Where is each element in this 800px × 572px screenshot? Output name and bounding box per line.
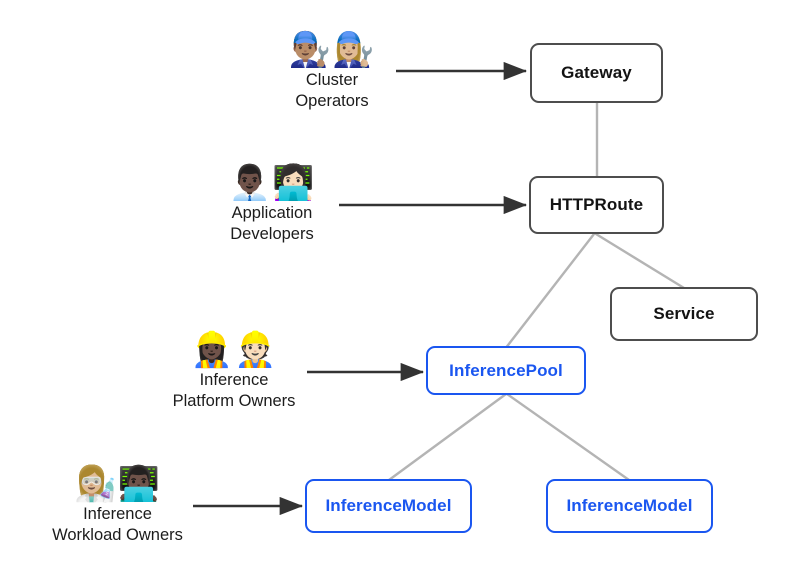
persona-inference-platform-owners: 👷🏿‍♀️👷🏻 Inference Platform Owners <box>161 333 307 412</box>
node-httproute-label: HTTPRoute <box>549 195 644 214</box>
node-inferencemodel-right[interactable]: InferenceModel <box>546 479 713 533</box>
persona-application-developers-label: Application Developers <box>230 203 314 243</box>
node-inferencemodel-right-label: InferenceModel <box>566 496 693 515</box>
edge-inferencepool-inferencemodel-left <box>387 392 508 482</box>
office-worker-technologist-icon: 👨🏿‍💼👩🏻‍💻 <box>228 163 316 203</box>
edge-inferencepool-inferencemodel-right <box>505 392 631 482</box>
persona-application-developers: 👨🏿‍💼👩🏻‍💻 Application Developers <box>205 166 339 245</box>
edge-httproute-inferencepool <box>503 232 596 351</box>
persona-inference-workload-owners: 👩🏼‍🔬👨🏿‍💻 Inference Workload Owners <box>42 467 193 546</box>
persona-cluster-operators-label: Cluster Operators <box>295 70 369 110</box>
persona-inference-platform-owners-label: Inference Platform Owners <box>172 370 296 410</box>
node-inferencepool-label: InferencePool <box>449 360 563 380</box>
node-gateway-label: Gateway <box>561 63 632 82</box>
node-inferencepool[interactable]: InferencePool <box>426 346 586 395</box>
node-gateway[interactable]: Gateway <box>530 43 663 103</box>
node-inferencemodel-left-label: InferenceModel <box>325 496 452 515</box>
scientist-technologist-icon: 👩🏼‍🔬👨🏿‍💻 <box>74 464 161 504</box>
persona-inference-workload-owners-label: Inference Workload Owners <box>52 504 183 544</box>
construction-worker-people-icon: 👷🏿‍♀️👷🏻 <box>190 330 278 370</box>
persona-cluster-operators: 👨🏽‍🔧👩🏼‍🔧 Cluster Operators <box>268 33 396 112</box>
node-service-label: Service <box>653 304 715 323</box>
node-inferencemodel-left[interactable]: InferenceModel <box>305 479 472 533</box>
edge-httproute-service <box>594 232 686 290</box>
node-service[interactable]: Service <box>610 287 758 341</box>
mechanic-people-icon: 👨🏽‍🔧👩🏼‍🔧 <box>288 30 376 70</box>
node-httproute[interactable]: HTTPRoute <box>529 176 664 234</box>
